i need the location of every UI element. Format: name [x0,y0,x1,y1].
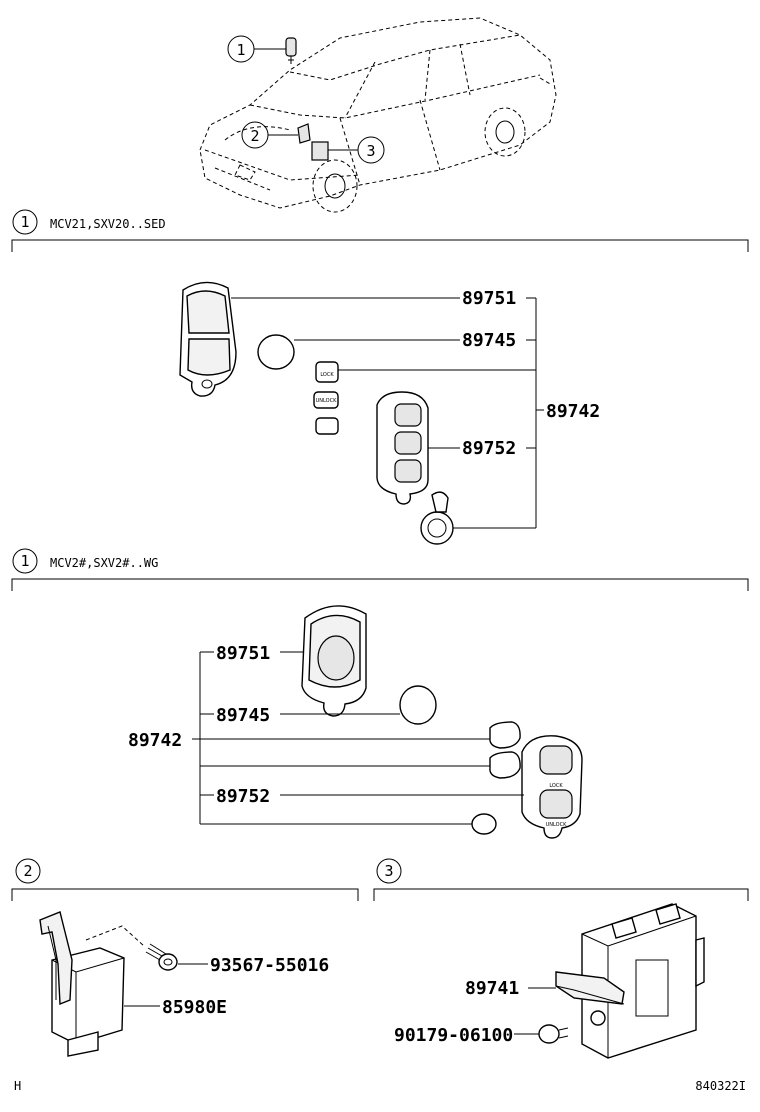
callout-label-3: 3 [366,142,375,160]
sed-battery [257,334,295,370]
section-3-callout [376,858,402,884]
section-wg-callout [12,548,38,574]
wg-battery [399,685,437,725]
wg-key-case [301,605,367,717]
section-2-module [39,911,125,1057]
sed-key-ring [420,491,454,545]
wg-transmitter-unlock-text: UNLOCK [546,822,567,828]
section-3: 3 89741 90179-06100 [373,858,749,1059]
callout-label-2: 2 [250,127,259,145]
wg-assembly-part-number: 89742 [128,730,182,751]
section-sed: 1 MCV21,SXV20..SED LOCK UNLOCK [11,209,749,545]
section-2-callout-label: 2 [23,862,32,880]
section-2-bolt-part-number: 93567-55016 [210,955,329,976]
wg-case-part-number: 89751 [216,643,270,664]
sed-key-case [179,281,237,397]
section-3-callout-label: 3 [384,862,393,880]
sed-transmitter [376,391,429,505]
section-wg-bracket [11,578,749,591]
section-3-bolt [538,1024,569,1044]
section-wg: 1 MCV2#,SXV2#..WG LOCK UNLOCK [11,548,749,839]
sed-case-part-number: 89751 [462,288,516,309]
section-wg-callout-label: 1 [20,552,29,570]
section-sed-bracket [11,239,749,252]
section-3-bolt-part-number: 90179-06100 [394,1025,513,1046]
section-sed-callout [12,209,38,235]
wg-transmitter-part-number: 89752 [216,786,270,807]
wg-battery-part-number: 89745 [216,705,270,726]
wg-transmitter-lock-text: LOCK [549,783,563,789]
section-2-module-part-number: 85980E [162,997,227,1018]
section-wg-title: MCV2#,SXV2#..WG [50,556,158,570]
section-sed-callout-label: 1 [20,213,29,231]
section-3-receiver-part-number: 89741 [465,978,519,999]
wg-button-pads [489,721,521,779]
section-2: 2 93567-55016 85980E [11,858,359,1057]
footer-left-code: H [14,1079,21,1093]
wg-key-ring [471,813,497,835]
section-2-callout [15,858,41,884]
key-fob-icon [285,37,297,57]
sed-transmitter-part-number: 89752 [462,438,516,459]
callout-label-1: 1 [236,41,245,59]
car-body-drawing [199,17,557,213]
wg-transmitter: LOCK UNLOCK [521,735,583,839]
sed-pad-lock-text: LOCK [320,372,334,378]
section-2-bracket [11,888,359,901]
section-3-bracket [373,888,749,901]
section-3-receiver [555,903,705,1059]
receiver-icon [311,141,329,161]
sed-assembly-part-number: 89742 [546,401,600,422]
sed-pad-unlock-text: UNLOCK [316,398,337,404]
sed-battery-part-number: 89745 [462,330,516,351]
module-icon [297,123,311,144]
footer-diagram-id: 840322I [695,1079,746,1093]
car-overview: 1 2 3 [199,17,557,213]
sed-button-pads: LOCK UNLOCK [313,361,339,435]
section-2-bolt [145,943,178,971]
section-sed-title: MCV21,SXV20..SED [50,217,166,231]
section-2-dashed-leader [85,925,145,947]
